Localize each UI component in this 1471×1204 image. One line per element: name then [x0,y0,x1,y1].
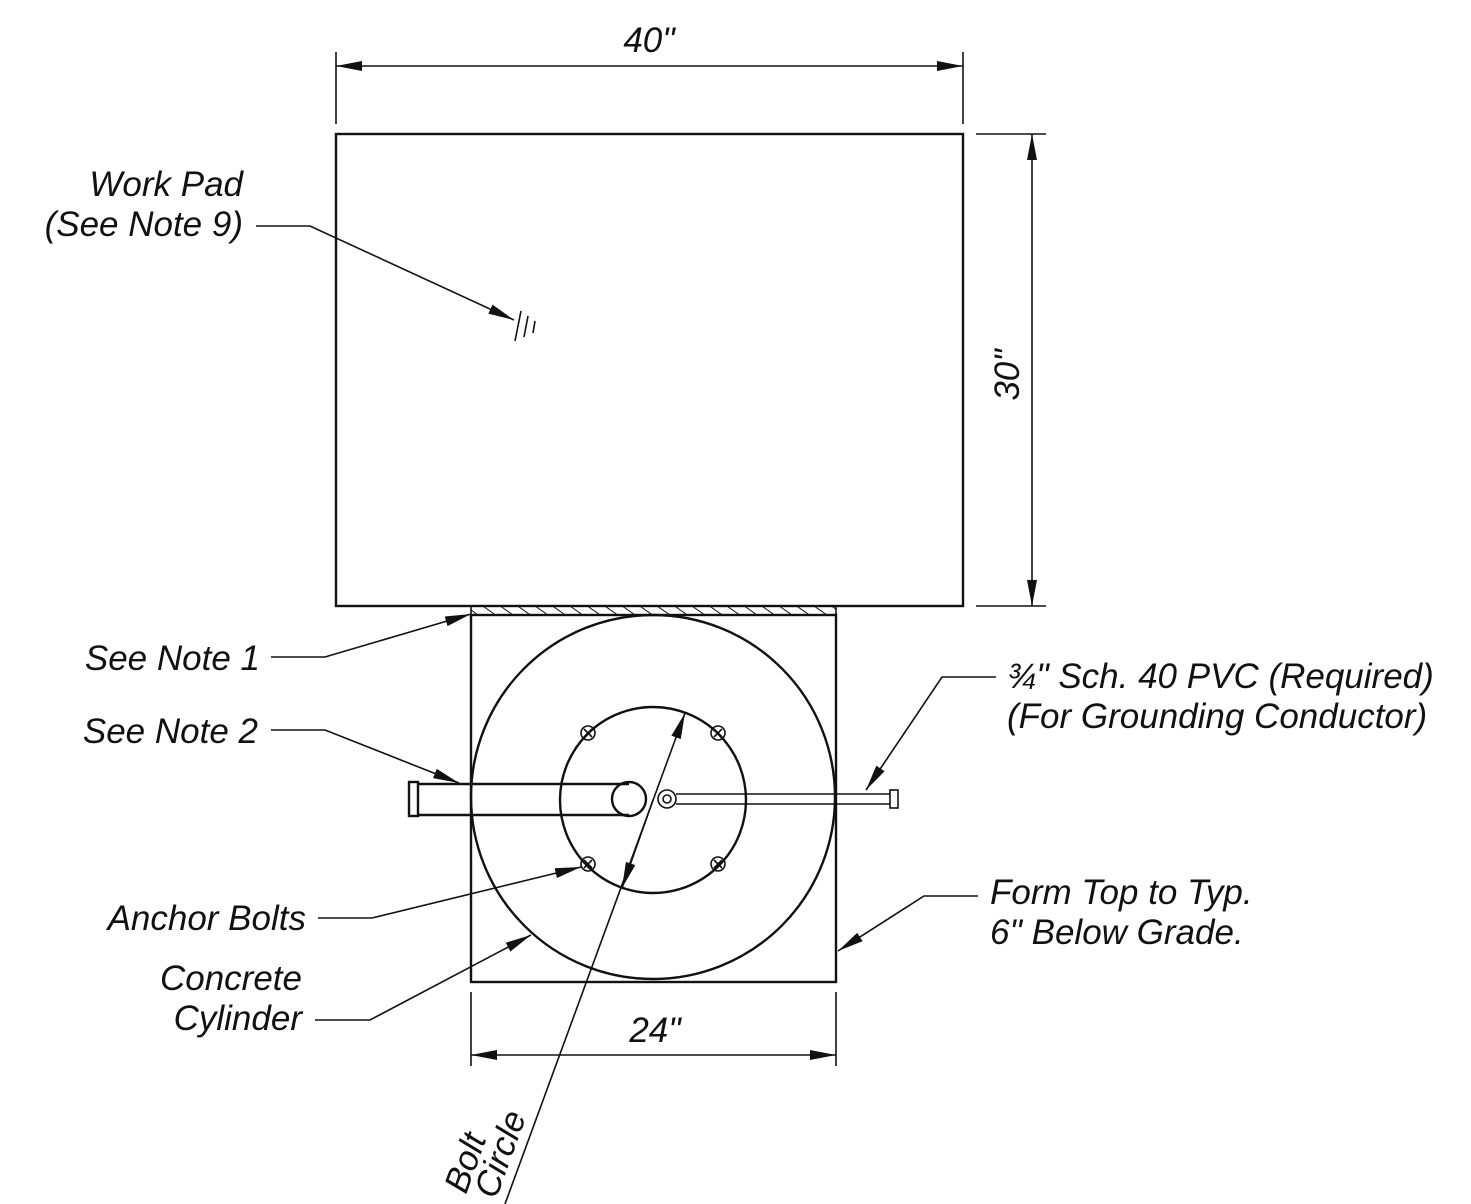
anchor-bolt [710,725,726,741]
form-top-label: Form Top to Typ. [990,873,1253,912]
concrete-cylinder [469,613,837,981]
anchor-bolt [580,725,596,741]
hatch-strip [470,605,837,616]
below-grade-label: 6" Below Grade. [990,913,1244,952]
height-dimension [976,133,1046,607]
anchor-bolts-label: Anchor Bolts [106,899,306,938]
conduit-left [407,780,648,818]
work-pad-label: Work Pad [89,165,244,204]
anchor-bolt [580,856,596,872]
concrete-label: Concrete [160,959,302,998]
width-dimension [335,52,964,124]
pvc-leader [865,676,996,791]
height-dimension-text: 30" [988,348,1027,401]
see-note-1-label: See Note 1 [85,639,260,678]
ground-symbol-icon [514,310,536,342]
anchor-bolts-leader [318,866,582,919]
see-note-2-leader [271,729,460,784]
form-top-leader [837,895,978,952]
form-width-dimension-text: 24" [628,1011,682,1050]
grounding-conductor-label: (For Grounding Conductor) [1007,697,1427,736]
cylinder-label: Cylinder [174,999,304,1038]
see-note-1-leader [271,613,472,658]
pvc-label: ¾" Sch. 40 PVC (Required) [1007,657,1434,696]
bolt-circle [558,705,748,895]
width-dimension-text: 40" [623,21,676,60]
pvc-conduit [657,789,899,809]
concrete-cylinder-leader [315,934,532,1021]
work-pad [334,132,965,608]
work-pad-note-label: (See Note 9) [45,205,243,244]
form-width-dimension [470,992,837,1066]
see-note-2-label: See Note 2 [83,712,258,751]
anchor-bolt [710,856,726,872]
bolt-circle-leader [504,712,686,1204]
work-pad-leader [256,225,515,321]
bolt-circle-arrow [621,799,654,889]
